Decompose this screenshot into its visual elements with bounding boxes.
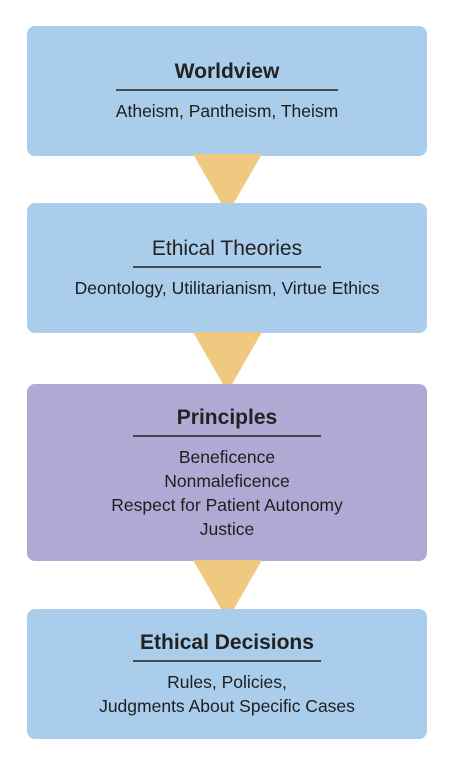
ethical-decisions-line-1: Rules, Policies, <box>167 672 287 692</box>
worldview-line-1: Atheism, Pantheism, Theism <box>115 101 339 121</box>
ethical-theories-divider <box>133 266 321 268</box>
principles-title: Principles <box>176 405 278 429</box>
ethical-decisions-box: Ethical Decisions Rules, Policies, Judgm… <box>27 609 427 739</box>
principles-line-4: Justice <box>199 518 255 539</box>
ethical-theories-title: Ethical Theories <box>151 237 303 260</box>
ethical-decisions-line-2: Judgments About Specific Cases <box>99 696 355 716</box>
ethical-theories-line-1: Deontology, Utilitarianism, Virtue Ethic… <box>74 278 380 298</box>
principles-divider <box>133 434 321 437</box>
principles-line-1: Beneficence <box>178 446 276 467</box>
worldview-divider <box>116 89 338 91</box>
worldview-title: Worldview <box>174 60 280 83</box>
principles-line-2: Nonmaleficence <box>164 470 290 491</box>
principles-box: Principles Beneficence Nonmaleficence Re… <box>27 384 427 561</box>
principles-line-3: Respect for Patient Autonomy <box>111 494 343 515</box>
worldview-box: Worldview Atheism, Pantheism, Theism <box>27 26 427 156</box>
ethical-decisions-title: Ethical Decisions <box>140 631 314 654</box>
arrow-down-icon <box>193 332 262 392</box>
ethical-decisions-divider <box>133 660 321 662</box>
ethical-theories-box: Ethical Theories Deontology, Utilitarian… <box>27 203 427 333</box>
